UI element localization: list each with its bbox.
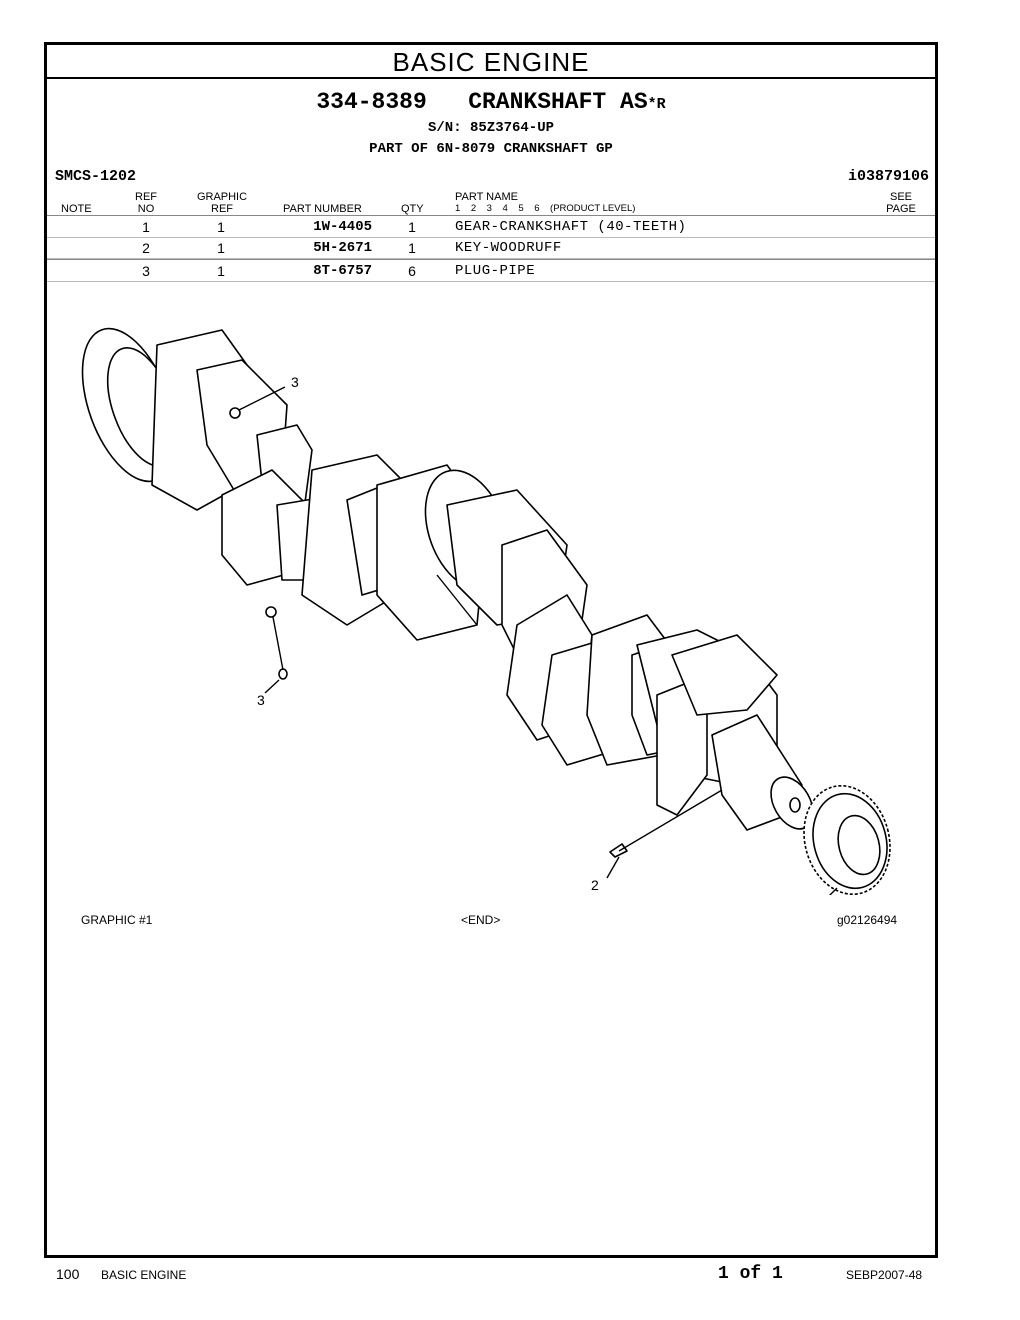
col-note: NOTE — [61, 203, 92, 215]
part-name-title: CRANKSHAFT AS — [468, 89, 648, 115]
col-ref-bottom: NO — [137, 203, 155, 215]
page-number: 100 — [56, 1266, 80, 1282]
part-name: KEY-WOODRUFF — [455, 240, 562, 256]
ref-no: 1 — [142, 219, 150, 235]
crankshaft-illustration: 3 3 2 1 — [81, 327, 891, 895]
qty: 6 — [408, 263, 416, 279]
qty: 1 — [408, 219, 416, 235]
table-row: 2 1 5H-2671 1 KEY-WOODRUFF — [47, 237, 935, 259]
col-part-number: PART NUMBER — [283, 203, 362, 215]
col-ref-top: REF — [135, 191, 157, 203]
page-count: 1 of 1 — [718, 1264, 783, 1284]
illustration-id: i03879106 — [847, 168, 929, 185]
document-number: SEBP2007-48 — [846, 1268, 923, 1282]
smcs-code: SMCS-1202 — [55, 168, 137, 185]
callout-key: 2 — [591, 877, 599, 893]
ref-no: 3 — [142, 263, 150, 279]
table-row: 1 1 1W-4405 1 GEAR-CRANKSHAFT (40-TEETH) — [47, 215, 935, 238]
section-title: BASIC ENGINE — [47, 45, 935, 79]
col-see-page: SEE PAGE — [885, 191, 917, 215]
col-part-name: PART NAME 1 2 3 4 5 6 (PRODUCT LEVEL) — [455, 191, 635, 215]
graphic-id: g02126494 — [837, 913, 898, 927]
col-graphic-bottom: REF — [211, 203, 233, 215]
part-title: 334-8389 CRANKSHAFT AS*R — [47, 89, 935, 115]
graphic-label: GRAPHIC #1 — [81, 913, 153, 927]
page-frame: BASIC ENGINE 334-8389 CRANKSHAFT AS*R S/… — [44, 42, 938, 1258]
table-row: 3 1 8T-6757 6 PLUG-PIPE — [47, 259, 935, 282]
col-part-name-top: PART NAME — [455, 191, 518, 203]
part-name: PLUG-PIPE — [455, 263, 536, 279]
graphic-ref: 1 — [217, 263, 225, 279]
col-see-bottom: PAGE — [886, 203, 916, 215]
end-marker: <END> — [461, 913, 501, 927]
part-number-title: 334-8389 — [316, 89, 427, 115]
graphic-ref: 1 — [217, 240, 225, 256]
col-ref: REF NO — [131, 191, 161, 215]
part-of-group: PART OF 6N-8079 CRANKSHAFT GP — [369, 141, 613, 157]
part-name: GEAR-CRANKSHAFT (40-TEETH) — [455, 219, 687, 235]
col-graphic-ref: GRAPHIC REF — [192, 191, 252, 215]
serial-number: S/N: 85Z3764-UP — [427, 120, 555, 136]
callout-plug-top: 3 — [291, 374, 299, 390]
footer-section: BASIC ENGINE — [101, 1268, 187, 1282]
col-graphic-top: GRAPHIC — [196, 191, 248, 203]
graphic-ref: 1 — [217, 219, 225, 235]
ref-no: 2 — [142, 240, 150, 256]
col-product-level: 1 2 3 4 5 6 (PRODUCT LEVEL) — [455, 203, 636, 214]
qty: 1 — [408, 240, 416, 256]
col-see-top: SEE — [889, 191, 912, 203]
callout-plug-left: 3 — [257, 692, 265, 708]
col-qty: QTY — [401, 203, 424, 215]
part-number: 8T-6757 — [313, 263, 372, 279]
part-number: 5H-2671 — [313, 240, 372, 256]
part-number: 1W-4405 — [313, 219, 372, 235]
part-suffix: *R — [647, 96, 666, 113]
